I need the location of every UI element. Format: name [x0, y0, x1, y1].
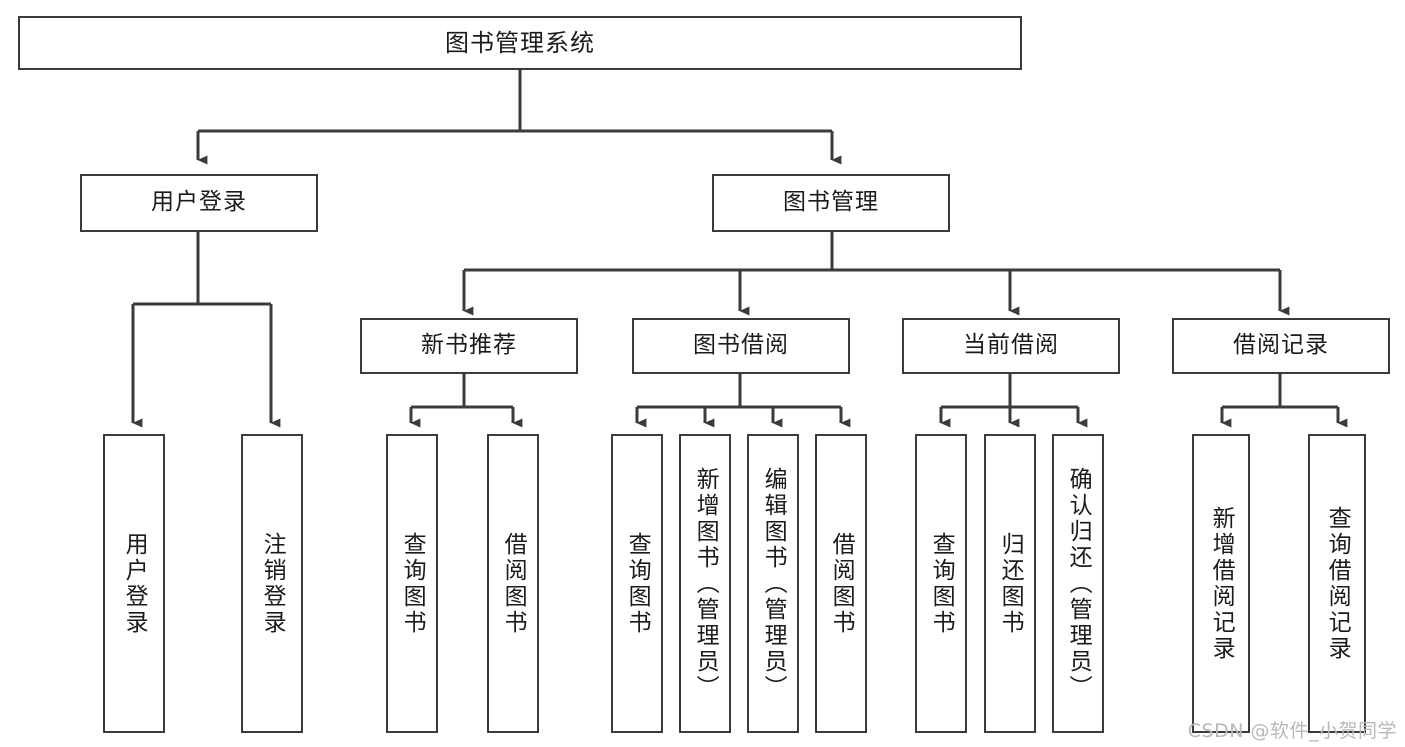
node-label: 当前借阅	[963, 332, 1059, 359]
node-leaf-borrow-book-recommend[interactable]: 借阅图书	[487, 434, 539, 733]
node-user-login[interactable]: 用户登录	[80, 174, 318, 232]
node-leaf-edit-book-admin[interactable]: 编辑图书（管理员）	[747, 434, 799, 733]
node-label: 图书借阅	[693, 332, 789, 359]
node-label: 新增借阅记录	[1208, 506, 1235, 662]
node-leaf-add-borrow-record[interactable]: 新增借阅记录	[1192, 434, 1250, 733]
node-label: 归还图书	[997, 532, 1024, 636]
node-book-management[interactable]: 图书管理	[712, 174, 950, 232]
node-leaf-logout[interactable]: 注销登录	[241, 434, 303, 733]
node-label: 查询借阅记录	[1324, 506, 1351, 662]
node-leaf-query-book-current[interactable]: 查询图书	[915, 434, 967, 733]
node-root-book-management-system[interactable]: 图书管理系统	[18, 16, 1022, 70]
node-label: 用户登录	[121, 532, 148, 636]
node-label: 编辑图书（管理员）	[760, 467, 787, 701]
node-label: 新书推荐	[421, 332, 517, 359]
node-leaf-borrow-book[interactable]: 借阅图书	[815, 434, 867, 733]
node-leaf-query-book-recommend[interactable]: 查询图书	[386, 434, 438, 733]
node-leaf-confirm-return-admin[interactable]: 确认归还（管理员）	[1052, 434, 1104, 733]
node-label: 新增图书（管理员）	[692, 467, 719, 701]
node-label: 图书管理	[783, 189, 879, 216]
node-book-borrow[interactable]: 图书借阅	[632, 318, 850, 374]
node-label: 查询图书	[399, 532, 426, 636]
node-label: 借阅图书	[500, 532, 527, 636]
node-leaf-add-book-admin[interactable]: 新增图书（管理员）	[679, 434, 731, 733]
node-label: 借阅记录	[1233, 332, 1329, 359]
node-leaf-query-borrow-record[interactable]: 查询借阅记录	[1308, 434, 1366, 733]
node-leaf-query-book-borrow[interactable]: 查询图书	[611, 434, 663, 733]
node-label: 借阅图书	[828, 532, 855, 636]
node-leaf-return-book[interactable]: 归还图书	[984, 434, 1036, 733]
node-new-book-recommend[interactable]: 新书推荐	[360, 318, 578, 374]
node-leaf-user-login[interactable]: 用户登录	[103, 434, 165, 733]
node-label: 查询图书	[624, 532, 651, 636]
watermark-text: CSDN @软件_小贺同学	[1187, 720, 1397, 742]
node-label: 确认归还（管理员）	[1065, 467, 1092, 701]
node-label: 查询图书	[928, 532, 955, 636]
node-label: 注销登录	[259, 532, 286, 636]
node-label: 图书管理系统	[445, 28, 595, 57]
node-borrow-record[interactable]: 借阅记录	[1172, 318, 1390, 374]
node-current-borrow[interactable]: 当前借阅	[902, 318, 1120, 374]
node-label: 用户登录	[151, 189, 247, 216]
